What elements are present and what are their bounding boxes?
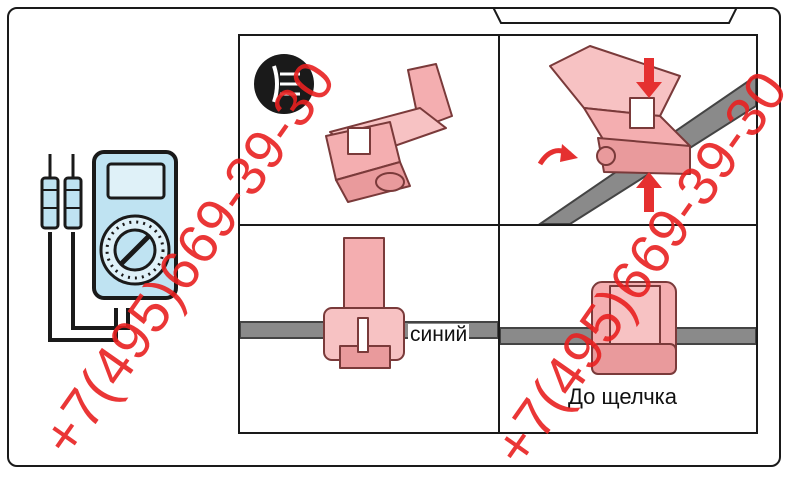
connector-drawing <box>325 63 453 203</box>
probe-right <box>63 154 83 230</box>
snap-until-click-label: До щелчка <box>566 384 680 409</box>
press-arrow-icon <box>636 58 662 212</box>
panel-connector-overview <box>240 36 500 226</box>
panel-press-connector <box>500 36 756 226</box>
wire-blue-label: синий <box>408 323 470 346</box>
probe-left <box>40 154 60 230</box>
panel-snap-connector: До щелчка <box>500 226 756 432</box>
multimeter-icon <box>40 150 178 342</box>
instruction-grid: синий До щелчка <box>238 34 758 434</box>
fuse-symbol-icon <box>254 54 314 114</box>
panel-wire-insert: синий <box>240 226 500 432</box>
frame-tab <box>492 7 738 24</box>
